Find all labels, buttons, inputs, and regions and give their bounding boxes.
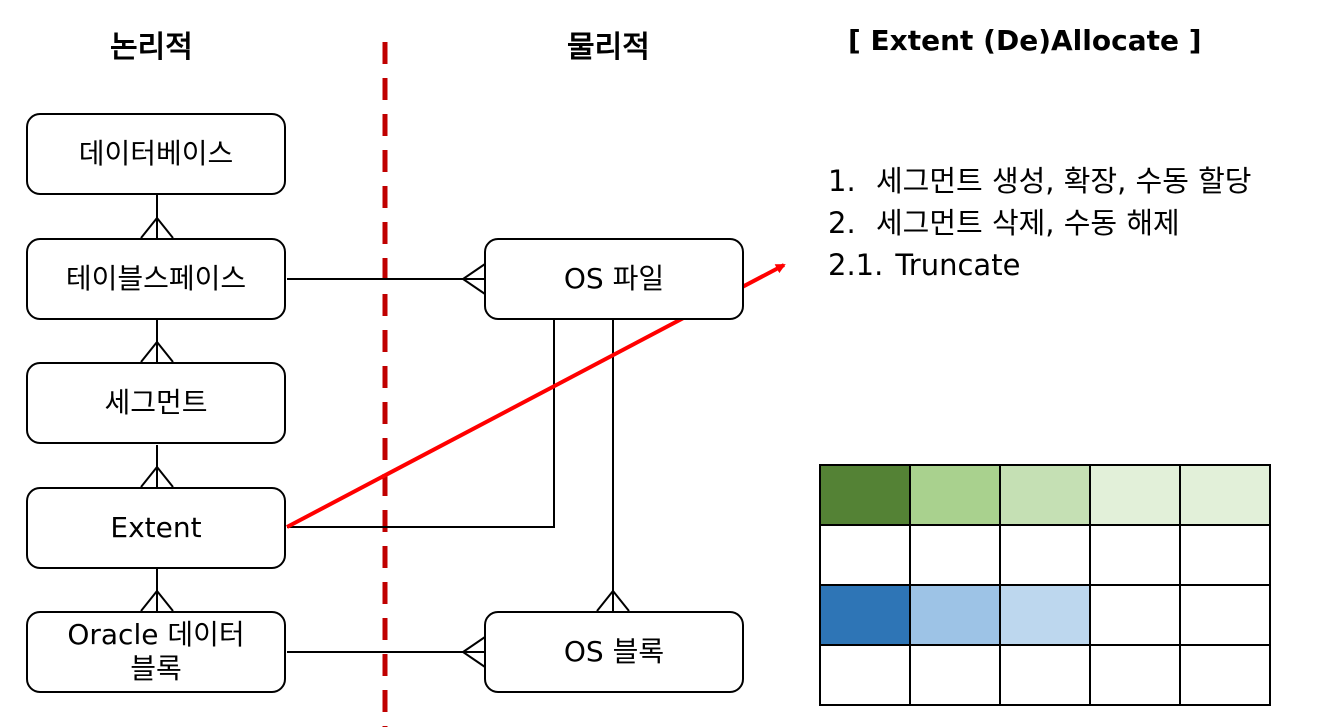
grid-row — [819, 524, 1271, 586]
grid-block — [909, 644, 1001, 706]
crows-foot-icon — [140, 589, 174, 612]
segment-box: 세그먼트 — [26, 362, 286, 444]
grid-block — [999, 584, 1091, 646]
note-text: 세그먼트 삭제, 수동 해제 — [876, 206, 1180, 240]
grid-block — [999, 644, 1091, 706]
os-file-box: OS 파일 — [484, 238, 744, 320]
grid-block — [909, 524, 1001, 586]
grid-block — [819, 584, 911, 646]
crows-foot-icon — [140, 465, 174, 488]
grid-row — [819, 584, 1271, 646]
tablespace-label: 테이블스페이스 — [65, 262, 247, 295]
grid-block — [1179, 464, 1271, 526]
grid-block — [819, 524, 911, 586]
grid-block — [1089, 644, 1181, 706]
grid-block — [819, 644, 911, 706]
oracle-block-label-line1: Oracle 데이터 — [67, 618, 245, 651]
grid-block — [819, 464, 911, 526]
extent-block-grid — [819, 464, 1271, 706]
os-block-label: OS 블록 — [563, 635, 665, 668]
os-file-label: OS 파일 — [563, 262, 665, 295]
grid-block — [999, 524, 1091, 586]
crows-foot-icon — [140, 216, 174, 239]
note-text: Truncate — [895, 248, 1021, 282]
note-item: 1. 세그먼트 생성, 확장, 수동 할당 — [828, 160, 1251, 202]
segment-label: 세그먼트 — [104, 386, 208, 419]
grid-block — [1089, 464, 1181, 526]
oracle-block-label-line2: 블록 — [130, 652, 182, 685]
crows-foot-icon — [596, 589, 630, 612]
note-number: 2.1. — [828, 248, 884, 282]
note-text: 세그먼트 생성, 확장, 수동 할당 — [876, 164, 1252, 198]
crows-foot-icon — [140, 340, 174, 363]
extent-osfile-link — [287, 320, 555, 528]
grid-block — [1089, 584, 1181, 646]
grid-row — [819, 464, 1271, 526]
database-box: 데이터베이스 — [26, 113, 286, 195]
extent-box: Extent — [26, 487, 286, 569]
note-item: 2. 세그먼트 삭제, 수동 해제 — [828, 202, 1251, 244]
os-block-box: OS 블록 — [484, 611, 744, 693]
grid-block — [999, 464, 1091, 526]
extent-label: Extent — [110, 511, 202, 544]
grid-block — [1089, 524, 1181, 586]
grid-block — [909, 464, 1001, 526]
grid-block — [1179, 524, 1271, 586]
database-label: 데이터베이스 — [78, 137, 234, 170]
grid-block — [1179, 644, 1271, 706]
grid-row — [819, 644, 1271, 706]
physical-heading: 물리적 — [567, 30, 650, 65]
grid-block — [909, 584, 1001, 646]
allocation-notes: 1. 세그먼트 생성, 확장, 수동 할당 2. 세그먼트 삭제, 수동 해제 2.… — [828, 160, 1251, 286]
note-number: 1. — [828, 164, 856, 198]
note-number: 2. — [828, 206, 856, 240]
tablespace-box: 테이블스페이스 — [26, 238, 286, 320]
crows-foot-icon — [461, 263, 486, 295]
grid-block — [1179, 584, 1271, 646]
logical-heading: 논리적 — [110, 30, 193, 65]
oracle-data-block-box: Oracle 데이터 블록 — [26, 611, 286, 693]
crows-foot-icon — [461, 636, 486, 668]
extent-allocate-heading: [ Extent (De)Allocate ] — [848, 24, 1202, 57]
note-item: 2.1. Truncate — [828, 244, 1251, 286]
